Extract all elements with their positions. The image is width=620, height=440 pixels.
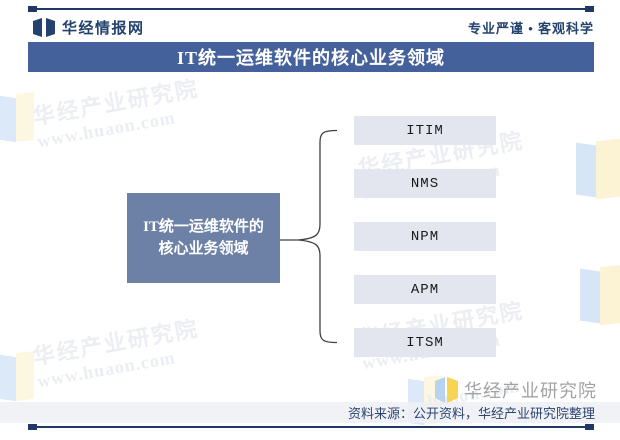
huaon-book-watermark-icon [576, 138, 620, 200]
item-box-nms: NMS [354, 169, 496, 198]
header: 华经情报网 专业严谨 • 客观科学 [33, 15, 594, 39]
watermark-url-text: www.huaon.com [35, 107, 177, 152]
item-box-npm: NPM [354, 222, 496, 251]
root-label-line2: 核心业务领域 [158, 241, 249, 257]
watermark-text: 华经产业研究院 www.huaon.com [30, 71, 205, 152]
top-divider-right-tick [585, 6, 594, 12]
site-slogan: 专业严谨 • 客观科学 [467, 20, 594, 36]
site-brand-label: 华经情报网 [62, 20, 145, 37]
item-box-apm: APM [354, 275, 496, 304]
bottom-divider-left-tick [28, 424, 37, 430]
diagram-root-box: IT统一运维软件的 核心业务领域 [127, 193, 280, 283]
huaon-logo-icon [33, 17, 55, 37]
footer-brand-label: 华经产业研究院 [464, 381, 597, 401]
watermark-url-text: www.huaon.com [35, 347, 177, 392]
top-divider-left-tick [28, 6, 37, 12]
brace-connector [280, 129, 338, 344]
source-bar: 资料来源：公开资料，华经产业研究院整理 [0, 402, 620, 423]
huaon-book-watermark-icon [0, 92, 40, 149]
bottom-divider-line [28, 424, 594, 430]
item-box-itsm: ITSM [354, 328, 496, 357]
site-brand: 华经情报网 [33, 17, 145, 38]
watermark-brand-text: 华经产业研究院 [30, 75, 201, 130]
watermark-text: 华经产业研究院 www.huaon.com [30, 311, 205, 392]
source-text: 资料来源：公开资料，华经产业研究院整理 [347, 406, 595, 421]
bottom-divider-right-tick [585, 424, 594, 430]
top-divider-line [28, 6, 594, 12]
root-label-line1: IT统一运维软件的 [143, 219, 264, 235]
huaon-footer-logo-icon [435, 377, 458, 403]
huaon-book-watermark-icon [0, 351, 40, 408]
watermark-brand-text: 华经产业研究院 [30, 315, 201, 370]
item-box-itim: ITIM [354, 116, 496, 145]
page-title: IT统一运维软件的核心业务领域 [28, 42, 594, 72]
footer-brand: 华经产业研究院 [434, 377, 597, 403]
huaon-book-watermark-icon [580, 264, 620, 326]
